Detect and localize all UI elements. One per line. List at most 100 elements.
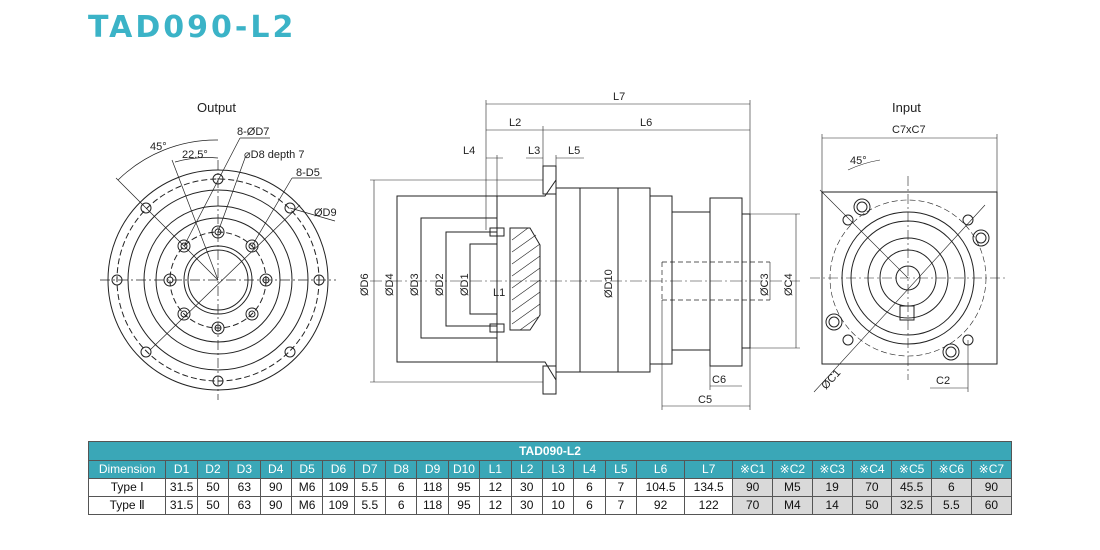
label-D10: ØD10 bbox=[603, 269, 615, 298]
output-label: Output bbox=[197, 100, 236, 115]
table-cell: 7 bbox=[604, 496, 638, 515]
label-d9: ØD9 bbox=[314, 207, 337, 219]
table-cell: 12 bbox=[479, 496, 512, 515]
table-cell: 90 bbox=[259, 496, 292, 515]
column-header: L6 bbox=[636, 460, 686, 479]
table-cell: 134.5 bbox=[684, 478, 734, 497]
input-view bbox=[810, 134, 1005, 393]
column-header: ※C1 bbox=[732, 460, 773, 479]
input-angle-45: 45° bbox=[850, 155, 867, 167]
label-D3: ØD3 bbox=[409, 273, 421, 296]
table-cell: 60 bbox=[970, 496, 1013, 515]
label-L3: L3 bbox=[528, 145, 540, 157]
column-header: D3 bbox=[228, 460, 261, 479]
technical-drawing: Output 45° 22.5° 8-ØD7 ⌀D8 depth 7 8-D5 … bbox=[100, 91, 1005, 410]
label-d5: 8-D5 bbox=[296, 167, 320, 179]
output-view bbox=[100, 137, 336, 400]
label-D4: ØD4 bbox=[384, 273, 396, 296]
table-cell: 90 bbox=[970, 478, 1013, 497]
table-cell: 122 bbox=[684, 496, 734, 515]
column-header: L3 bbox=[541, 460, 575, 479]
table-cell: 5.5 bbox=[353, 478, 387, 497]
output-angle-45: 45° bbox=[150, 141, 167, 153]
label-L6: L6 bbox=[640, 117, 652, 129]
label-C4: ØC4 bbox=[783, 273, 795, 296]
column-header: L2 bbox=[510, 460, 543, 479]
column-header: ※C3 bbox=[811, 460, 853, 479]
table-cell: 63 bbox=[228, 496, 261, 515]
table-cell: 45.5 bbox=[891, 478, 932, 497]
table-cell: 109 bbox=[322, 496, 355, 515]
table-cell: 50 bbox=[196, 496, 230, 515]
table-cell: 92 bbox=[636, 496, 686, 515]
label-L7: L7 bbox=[613, 91, 625, 103]
column-header: L1 bbox=[479, 460, 512, 479]
table-cell: 5.5 bbox=[931, 496, 972, 515]
table-cell: 70 bbox=[851, 478, 893, 497]
table-cell: M6 bbox=[290, 478, 324, 497]
column-header: D2 bbox=[196, 460, 230, 479]
table-cell: 5.5 bbox=[353, 496, 387, 515]
column-header: ※C6 bbox=[931, 460, 972, 479]
table-cell: 6 bbox=[385, 478, 418, 497]
label-L2: L2 bbox=[509, 117, 521, 129]
label-C6: C6 bbox=[712, 374, 726, 386]
table-cell: 7 bbox=[604, 478, 638, 497]
label-L4: L4 bbox=[463, 145, 475, 157]
column-header: L4 bbox=[573, 460, 606, 479]
table-cell: 70 bbox=[732, 496, 773, 515]
output-angle-22: 22.5° bbox=[182, 149, 208, 161]
table-cell: 6 bbox=[573, 478, 606, 497]
label-C5: C5 bbox=[698, 394, 712, 406]
table-cell: 12 bbox=[479, 478, 512, 497]
table-cell: 50 bbox=[196, 478, 230, 497]
table-cell: 63 bbox=[228, 478, 261, 497]
column-header: ※C2 bbox=[772, 460, 813, 479]
table-cell: M6 bbox=[290, 496, 324, 515]
column-header: ※C5 bbox=[891, 460, 932, 479]
table-cell: 90 bbox=[259, 478, 292, 497]
column-header: Dimension bbox=[87, 460, 167, 479]
table-cell: 104.5 bbox=[636, 478, 686, 497]
column-header: D6 bbox=[322, 460, 355, 479]
label-d7: 8-ØD7 bbox=[237, 126, 269, 138]
column-header: D10 bbox=[447, 460, 481, 479]
table-cell: 6 bbox=[931, 478, 972, 497]
table-cell: 90 bbox=[732, 478, 773, 497]
product-title: TAD090-L2 bbox=[88, 10, 297, 45]
table-cell: 32.5 bbox=[891, 496, 932, 515]
table-cell: 14 bbox=[811, 496, 853, 515]
column-header: ※C7 bbox=[970, 460, 1013, 479]
label-L5: L5 bbox=[568, 145, 580, 157]
table-cell: 31.5 bbox=[165, 496, 198, 515]
table-cell: 6 bbox=[385, 496, 418, 515]
table-cell: 31.5 bbox=[165, 478, 198, 497]
table-cell: 95 bbox=[447, 496, 481, 515]
table-cell: 50 bbox=[851, 496, 893, 515]
column-header: ※C4 bbox=[851, 460, 893, 479]
column-header: D1 bbox=[165, 460, 198, 479]
label-D6: ØD6 bbox=[359, 273, 371, 296]
table-title: TAD090-L2 bbox=[88, 441, 1012, 461]
table-cell: 30 bbox=[510, 478, 543, 497]
table-cell: 10 bbox=[541, 478, 575, 497]
label-C3: ØC3 bbox=[759, 273, 771, 296]
label-C2: C2 bbox=[936, 375, 950, 387]
label-L1: L1 bbox=[493, 287, 505, 299]
column-header: D9 bbox=[416, 460, 449, 479]
table-cell: 118 bbox=[416, 496, 449, 515]
label-d8: ⌀D8 depth 7 bbox=[244, 149, 304, 161]
column-header: D4 bbox=[259, 460, 292, 479]
label-C7xC7: C7xC7 bbox=[892, 124, 926, 136]
table-cell: 109 bbox=[322, 478, 355, 497]
table-cell: Type Ⅱ bbox=[87, 496, 167, 515]
table-header-row: TAD090-L2 bbox=[88, 441, 1012, 461]
table-cell: 6 bbox=[573, 496, 606, 515]
label-D1: ØD1 bbox=[459, 273, 471, 296]
column-header: L7 bbox=[684, 460, 734, 479]
column-header: L5 bbox=[604, 460, 638, 479]
